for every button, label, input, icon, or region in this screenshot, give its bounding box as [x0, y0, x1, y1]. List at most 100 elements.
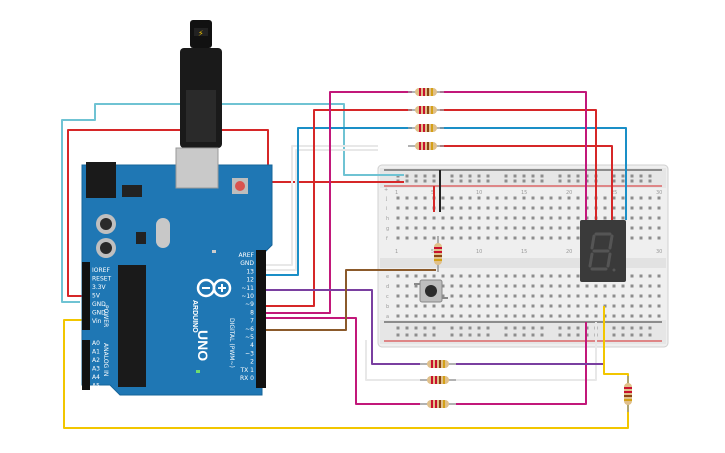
microcontroller-chip: [118, 265, 146, 387]
resistor-6[interactable]: [420, 376, 456, 384]
column-number: 15: [521, 190, 527, 196]
row-letter: c: [386, 294, 389, 300]
column-number: 20: [566, 249, 572, 255]
usb-port: [175, 147, 219, 189]
column-number: 20: [566, 190, 572, 196]
digital-pin-label: AREF: [238, 252, 254, 259]
column-number: 5: [431, 249, 434, 255]
row-letter: b: [386, 304, 389, 310]
digital-pin-label: ~11: [241, 285, 254, 292]
power-pin-label: IOREF: [92, 267, 110, 274]
analog-pin-label: A4: [92, 374, 100, 381]
wire-red-c[interactable]: [440, 145, 613, 220]
digital-pin-label: ~5: [245, 334, 254, 341]
power-led-icon: [196, 370, 200, 373]
digital-pin-label: ~10: [241, 293, 254, 300]
dc-jack: [86, 162, 116, 198]
digital-pin-label: 4: [250, 342, 254, 349]
push-button[interactable]: [414, 279, 448, 303]
wire-magenta-b[interactable]: [440, 91, 587, 220]
crystal: [156, 218, 170, 248]
column-number: 15: [521, 249, 527, 255]
row-letter: a: [386, 314, 389, 320]
brand-label: ARDUINO: [191, 300, 198, 333]
wire-cyan[interactable]: [61, 103, 404, 303]
digital-pin-label: RX 0: [240, 375, 254, 382]
row-letter: d: [386, 284, 389, 290]
wire-brown[interactable]: [258, 269, 436, 331]
resistor-3[interactable]: [408, 124, 444, 132]
digital-pin-label: TX 1: [240, 367, 255, 374]
row-letter: e: [386, 274, 389, 280]
l-led-icon: [212, 250, 216, 253]
power-header[interactable]: [82, 262, 90, 330]
column-number: 25: [611, 190, 617, 196]
lightning-icon: ⚡: [198, 29, 204, 38]
row-letter: j: [385, 196, 387, 202]
power-pin-label: Vin: [92, 318, 102, 325]
column-number: 10: [476, 249, 482, 255]
resistor-2[interactable]: [408, 106, 444, 114]
digital-pin-label: 13: [246, 268, 254, 275]
wire-magenta-d[interactable]: [456, 322, 587, 405]
wire-red-long[interactable]: [67, 129, 404, 297]
column-number: 1: [395, 190, 398, 196]
power-pin-label: RESET: [92, 276, 112, 283]
column-number: 10: [476, 190, 482, 196]
column-number: 5: [431, 190, 434, 196]
wire-yellow[interactable]: [63, 319, 629, 429]
wire-purple[interactable]: [258, 289, 420, 365]
wire-red-a[interactable]: [258, 109, 412, 307]
rail-plus-label: +: [384, 187, 388, 193]
digital-pin-label: 12: [246, 277, 254, 284]
analog-header-label: ANALOG IN: [102, 343, 109, 376]
model-label: UNO: [195, 330, 211, 361]
wire-white-b[interactable]: [258, 149, 378, 271]
analog-pin-label: A1: [92, 349, 100, 356]
digital-pin-label: 2: [250, 359, 254, 366]
seven-segment-display[interactable]: [580, 220, 626, 282]
resistor-5[interactable]: [420, 360, 456, 368]
resistor-1[interactable]: [408, 88, 444, 96]
row-letter: h: [386, 216, 389, 222]
wire-white-c[interactable]: [365, 340, 420, 381]
wires[interactable]: [61, 91, 629, 429]
arduino-uno-board[interactable]: ⚡ ARDUINO UNO: [81, 20, 273, 396]
digital-pin-label: ~9: [245, 301, 254, 308]
resistors[interactable]: [408, 88, 632, 412]
resistor-4[interactable]: [408, 142, 444, 150]
row-letter: i: [386, 206, 387, 212]
column-number: 30: [656, 249, 662, 255]
digital-header[interactable]: [256, 250, 266, 388]
digital-pin-label: ~6: [245, 326, 254, 333]
wire-white-a[interactable]: [258, 145, 378, 266]
digital-header-label: DIGITAL (PWM~): [228, 318, 235, 368]
analog-header[interactable]: [82, 340, 90, 390]
wire-magenta-c[interactable]: [258, 317, 420, 405]
wire-magenta-a[interactable]: [258, 91, 412, 314]
power-header-label: POWER: [102, 305, 109, 327]
resistor-button[interactable]: [434, 236, 442, 272]
digital-pin-label: ~3: [245, 350, 254, 357]
power-pin-label: GND: [92, 310, 106, 317]
resistor-7[interactable]: [420, 400, 456, 408]
digital-pin-label: GND: [240, 260, 254, 267]
row-letter: g: [386, 226, 389, 232]
arduino-logo-icon: [196, 278, 232, 298]
digital-pin-label: 7: [250, 318, 254, 325]
power-pin-label: GND: [92, 301, 106, 308]
row-letter: f: [386, 236, 388, 242]
digital-pin-label: 8: [250, 309, 254, 316]
power-pin-label: 5V: [92, 293, 101, 300]
wire-white-d[interactable]: [456, 322, 597, 381]
column-number: 30: [656, 190, 662, 196]
wire-red-b[interactable]: [440, 109, 597, 220]
analog-pin-label: A3: [92, 366, 100, 373]
wire-blue-a[interactable]: [258, 127, 412, 276]
wire-blue-b[interactable]: [440, 127, 627, 220]
resistor-yellow[interactable]: [624, 376, 632, 412]
